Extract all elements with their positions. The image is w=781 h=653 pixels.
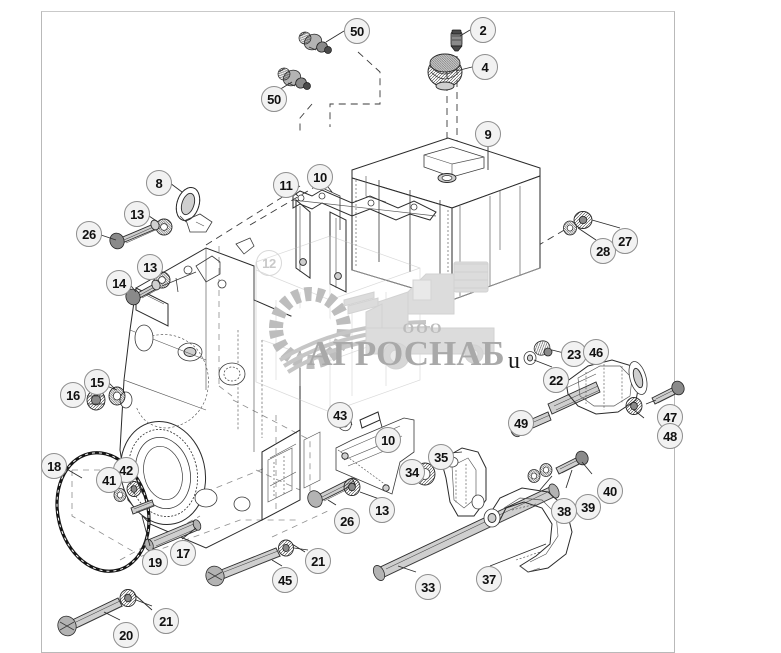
callout-10[interactable]: 10 xyxy=(375,427,401,453)
callout-34[interactable]: 34 xyxy=(399,459,425,485)
part-16-plug xyxy=(86,389,106,411)
callout-49[interactable]: 49 xyxy=(508,410,534,436)
callout-14[interactable]: 14 xyxy=(106,270,132,296)
callout-13[interactable]: 13 xyxy=(369,497,395,523)
part-50-plug-lower xyxy=(277,67,311,90)
callout-19[interactable]: 19 xyxy=(142,549,168,575)
part-42-nut xyxy=(126,481,142,497)
part-20-bolt xyxy=(57,597,124,637)
part-48-washer xyxy=(625,397,643,415)
part-39-washer xyxy=(539,463,553,477)
part-21-washer-lower xyxy=(119,589,137,607)
callout-26[interactable]: 26 xyxy=(334,508,360,534)
callout-26[interactable]: 26 xyxy=(76,221,102,247)
part-13-washer-upper xyxy=(155,218,173,236)
callout-4[interactable]: 4 xyxy=(472,54,498,80)
callout-13[interactable]: 13 xyxy=(137,254,163,280)
part-2-plug xyxy=(450,29,463,52)
callout-8[interactable]: 8 xyxy=(146,170,172,196)
callout-27[interactable]: 27 xyxy=(612,228,638,254)
callout-15[interactable]: 15 xyxy=(84,369,110,395)
callout-21[interactable]: 21 xyxy=(305,548,331,574)
part-23-key xyxy=(533,340,553,357)
main-transmission-housing xyxy=(119,247,301,549)
stray-glyph-u: u xyxy=(508,348,520,374)
callout-2[interactable]: 2 xyxy=(470,17,496,43)
callout-45[interactable]: 45 xyxy=(272,567,298,593)
part-11-gasket xyxy=(292,189,437,221)
part-8-seal-ring xyxy=(175,186,201,223)
part-28-washer xyxy=(563,220,577,236)
callout-40[interactable]: 40 xyxy=(597,478,623,504)
callout-10[interactable]: 10 xyxy=(307,164,333,190)
part-45-bolt xyxy=(205,539,294,587)
part-33-shift-rail xyxy=(372,483,560,581)
part-17-shaft-pin xyxy=(144,519,202,552)
housing-bracket-detail xyxy=(185,213,255,283)
part-26-bolt-upper xyxy=(109,219,161,250)
callout-46[interactable]: 46 xyxy=(583,339,609,365)
housing-lower-rail-detail xyxy=(267,431,321,503)
callout-23[interactable]: 23 xyxy=(561,341,587,367)
part-37-shift-fork-large xyxy=(483,487,573,573)
callout-50[interactable]: 50 xyxy=(344,18,370,44)
callout-13[interactable]: 13 xyxy=(124,201,150,227)
part-27-nut xyxy=(573,211,593,229)
callout-38[interactable]: 38 xyxy=(551,498,577,524)
callout-12-ghost[interactable]: 12 xyxy=(256,250,282,276)
callout-28[interactable]: 28 xyxy=(590,238,616,264)
callout-43[interactable]: 43 xyxy=(327,402,353,428)
part-40-bolt xyxy=(555,450,589,475)
callout-33[interactable]: 33 xyxy=(415,574,441,600)
part-22-washer xyxy=(523,351,537,365)
callout-48[interactable]: 48 xyxy=(657,423,683,449)
callout-22[interactable]: 22 xyxy=(543,367,569,393)
callout-41[interactable]: 41 xyxy=(96,467,122,493)
part-15-washer xyxy=(108,386,126,406)
part-19-dowel-pin xyxy=(130,499,155,515)
callout-18[interactable]: 18 xyxy=(41,453,67,479)
callout-21[interactable]: 21 xyxy=(153,608,179,634)
callout-11[interactable]: 11 xyxy=(273,172,299,198)
callout-20[interactable]: 20 xyxy=(113,622,139,648)
callout-37[interactable]: 37 xyxy=(476,566,502,592)
callout-35[interactable]: 35 xyxy=(428,444,454,470)
part-41-washer xyxy=(113,488,127,502)
part-13-washer-bottom xyxy=(343,478,361,496)
part-18-o-ring xyxy=(55,451,151,573)
callout-16[interactable]: 16 xyxy=(60,382,86,408)
part-50-plug-upper xyxy=(298,31,332,54)
part-47-bolt xyxy=(651,380,685,405)
callout-17[interactable]: 17 xyxy=(170,540,196,566)
part-14-bolt xyxy=(125,271,197,306)
callout-50[interactable]: 50 xyxy=(261,86,287,112)
part-9-rear-housing xyxy=(351,137,541,301)
callout-9[interactable]: 9 xyxy=(475,121,501,147)
part-38-washer xyxy=(527,469,541,483)
part-4-breather-cap xyxy=(427,53,463,91)
callout-39[interactable]: 39 xyxy=(575,494,601,520)
